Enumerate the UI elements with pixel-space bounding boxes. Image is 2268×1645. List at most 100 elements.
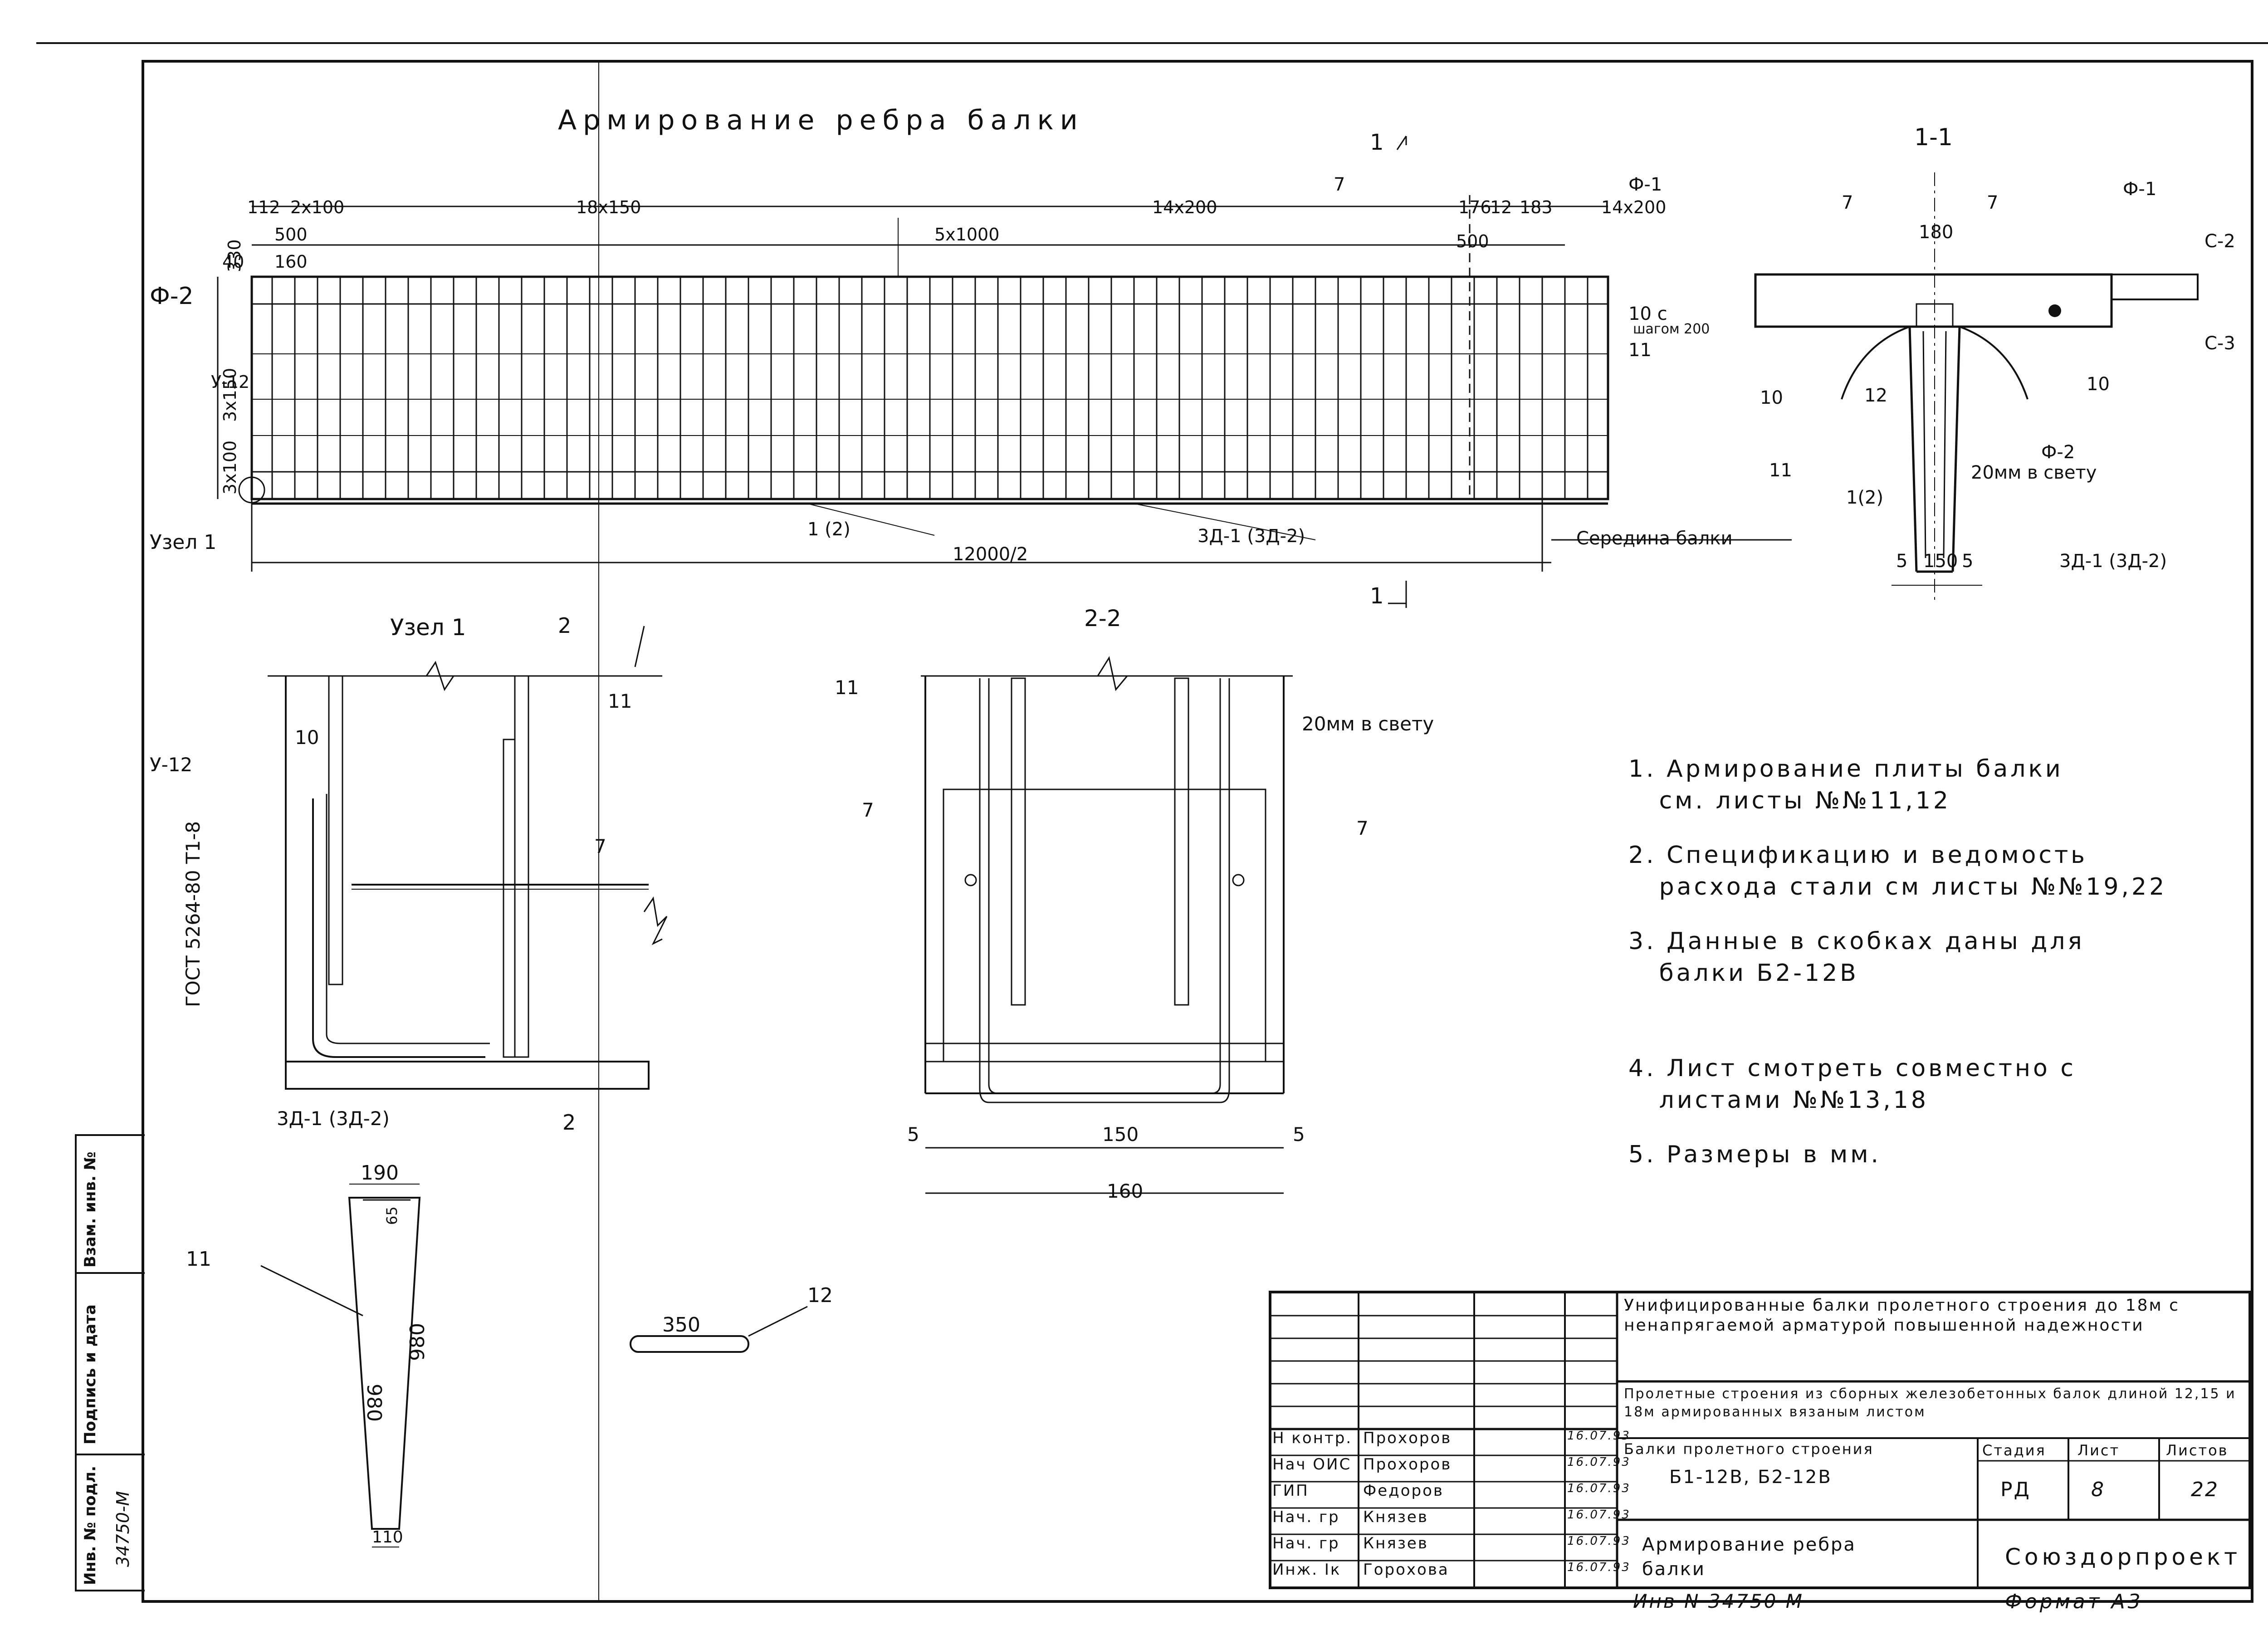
bar11-dim-0: 190 bbox=[361, 1161, 399, 1185]
tb-element: Балки пролетного строения bbox=[1624, 1440, 1874, 1458]
role-1: Нач ОИС bbox=[1272, 1455, 1352, 1474]
role-5: Инж. Iк bbox=[1272, 1561, 1341, 1579]
bar11-dim-3: 980 bbox=[406, 1323, 429, 1361]
node1-label-5: 3Д-1 (3Д-2) bbox=[277, 1107, 390, 1130]
s22-label-3: 7 bbox=[1356, 817, 1369, 839]
dim-sub-0: 500 bbox=[274, 225, 308, 245]
bar11-mark: 11 bbox=[186, 1248, 211, 1271]
s11-label-11: 1(2) bbox=[1846, 487, 1883, 508]
bar-12-detail bbox=[630, 1306, 808, 1353]
s11-label-17: 3Д-1 (3Д-2) bbox=[2059, 551, 2167, 572]
dim-left-2: 3х150 bbox=[220, 368, 240, 422]
s11-label-1: Ф-1 bbox=[2123, 179, 2156, 200]
dim-sub-1: 160 bbox=[274, 252, 308, 272]
dim-sub-3: 500 bbox=[1456, 231, 1489, 251]
elev-mark-9: 12000/2 bbox=[953, 544, 1028, 565]
s11-label-15: 150 bbox=[1923, 551, 1958, 572]
section-mark-top: 1 bbox=[1370, 130, 1384, 155]
s11-label-10: 11 bbox=[1769, 460, 1792, 481]
date-5: 16.07.93 bbox=[1567, 1561, 1631, 1574]
node1-label-1: 11 bbox=[608, 690, 632, 712]
s22-label-0: 11 bbox=[835, 676, 859, 699]
bar11-dim-1: 65 bbox=[383, 1206, 401, 1225]
tb-organization: Союздорпроект bbox=[2005, 1544, 2241, 1570]
dim-top-7: 14х200 bbox=[1601, 197, 1666, 217]
dim-top-6: 183 bbox=[1520, 197, 1553, 217]
s22-label-1: 20мм в свету bbox=[1302, 713, 1434, 735]
tb-sheets-header: Листов bbox=[2166, 1442, 2229, 1459]
note-1: 1. Армирование плиты балки см. листы №№1… bbox=[1628, 755, 2063, 814]
role-3: Нач. гр bbox=[1272, 1508, 1340, 1526]
tb-stage-header: Стадия bbox=[1982, 1442, 2046, 1459]
tb-stage: РД bbox=[2000, 1478, 2031, 1501]
tb-codes: Б1-12В, Б2-12В bbox=[1669, 1467, 1832, 1488]
drawing-title: Армирование ребра балки bbox=[558, 104, 1084, 136]
s11-label-14: 5 bbox=[1896, 551, 1907, 572]
role-4: Нач. гр bbox=[1272, 1534, 1340, 1552]
date-4: 16.07.93 bbox=[1567, 1534, 1631, 1548]
dim-top-2: 18х150 bbox=[576, 197, 641, 217]
date-3: 16.07.93 bbox=[1567, 1508, 1631, 1522]
s11-label-13: Ф-2 bbox=[2041, 442, 2075, 463]
name-3: Князев bbox=[1363, 1508, 1428, 1526]
title-block bbox=[598, 61, 2251, 1601]
s11-label-9: 12 bbox=[1864, 385, 1887, 406]
s11-label-7: 10 bbox=[1760, 387, 1783, 408]
footer-inv: Инв N 34750 М bbox=[1633, 1590, 1804, 1612]
name-2: Федоров bbox=[1363, 1482, 1444, 1500]
s11-label-2: 7 bbox=[1842, 192, 1853, 213]
name-0: Прохоров bbox=[1363, 1429, 1452, 1447]
note-3: 3. Данные в скобках даны для балки Б2-12… bbox=[1628, 928, 2085, 987]
tb-subproject: Пролетные строения из сборных железобето… bbox=[1624, 1386, 2236, 1420]
node1-label-0: 10 bbox=[295, 726, 319, 749]
s22-label-6: 5 bbox=[1293, 1123, 1305, 1146]
date-2: 16.07.93 bbox=[1567, 1482, 1631, 1495]
beam-elevation bbox=[217, 136, 1792, 608]
tb-sheet-title: Армирование ребра балки bbox=[1642, 1534, 1856, 1580]
s11-label-5: С-2 bbox=[2204, 231, 2235, 252]
elev-mark-8: 3Д-1 (3Д-2) bbox=[1198, 526, 1305, 547]
note-2: 2. Спецификацию и ведомость расхода стал… bbox=[1628, 842, 2167, 901]
elev-mark-5: шагом 200 bbox=[1633, 321, 1710, 337]
s11-label-6: С-3 bbox=[2204, 333, 2235, 354]
role-0: Н контр. bbox=[1272, 1429, 1353, 1447]
bar12-mark: 12 bbox=[807, 1284, 833, 1307]
elev-mark-2: Узел 1 bbox=[150, 531, 216, 554]
name-4: Князев bbox=[1363, 1534, 1428, 1552]
s11-label-0: Ф-1 bbox=[1628, 174, 1662, 195]
title-block-text: Унифицированные балки пролетного строени… bbox=[1270, 1292, 2250, 1596]
note-5: 5. Размеры в мм. bbox=[1628, 1141, 1881, 1168]
name-5: Горохова bbox=[1363, 1561, 1449, 1579]
bar12-dim: 350 bbox=[662, 1313, 700, 1337]
node1-section-mark-low: 2 bbox=[562, 1110, 576, 1135]
node-1-detail bbox=[268, 626, 668, 1090]
dim-top-0: 112 bbox=[247, 197, 280, 217]
tb-sheet-number: 8 bbox=[2091, 1478, 2105, 1501]
dim-top-5: 12 bbox=[1490, 197, 1512, 217]
s22-label-7: 160 bbox=[1107, 1180, 1143, 1202]
dim-top-3: 14х200 bbox=[1152, 197, 1217, 217]
side-label-inv: Инв. № подл. bbox=[81, 1465, 99, 1585]
node1-label-3: 7 bbox=[594, 835, 606, 857]
dim-top-1: 2х100 bbox=[290, 197, 344, 217]
tb-sheet-header: Лист bbox=[2077, 1442, 2120, 1459]
dim-sub-2: 5х1000 bbox=[934, 225, 999, 245]
elev-mark-3: 7 bbox=[1334, 174, 1345, 195]
s22-label-5: 150 bbox=[1102, 1123, 1139, 1146]
dim-left-1: 330 bbox=[225, 239, 244, 272]
side-label-sign: Подпись и дата bbox=[81, 1304, 99, 1444]
side-label-replace: Взам. инв. № bbox=[81, 1151, 99, 1268]
elev-mark-1: У-12 bbox=[211, 372, 249, 392]
name-1: Прохоров bbox=[1363, 1455, 1452, 1474]
s11-label-16: 5 bbox=[1962, 551, 1973, 572]
role-2: ГИП bbox=[1272, 1482, 1309, 1500]
bar-11-detail bbox=[260, 1184, 421, 1547]
s11-label-12: 20мм в свету bbox=[1971, 462, 2097, 483]
s11-label-8: 10 bbox=[2087, 374, 2110, 395]
s22-label-2: 7 bbox=[862, 799, 874, 821]
elev-mark-4: 10 с bbox=[1628, 304, 1667, 324]
node1-label-2: У-12 bbox=[150, 754, 192, 776]
elev-mark-6: 11 bbox=[1628, 340, 1652, 361]
footer-format: Формат А3 bbox=[2005, 1590, 2143, 1613]
